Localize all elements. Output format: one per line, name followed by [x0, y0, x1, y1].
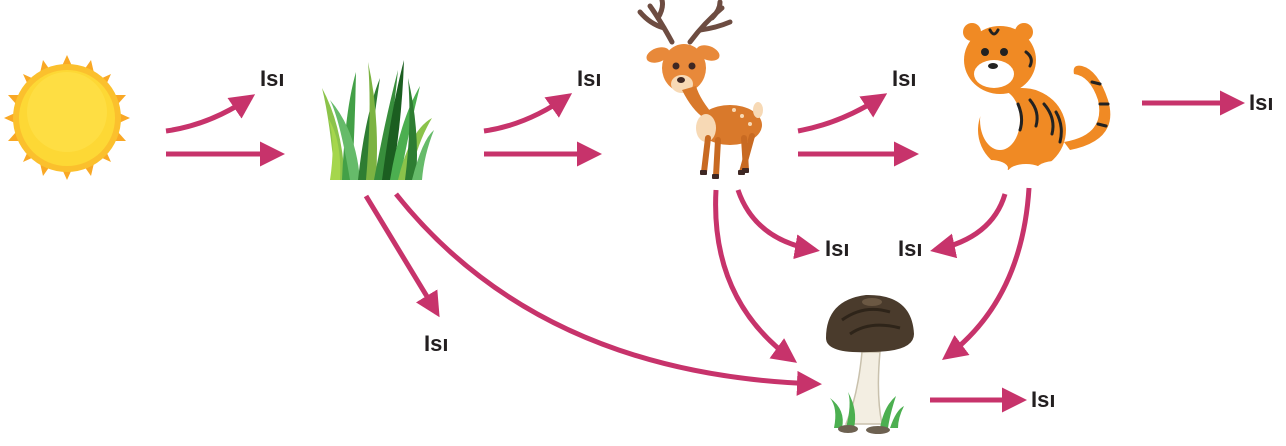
heat-label-mushroom: Isı — [1031, 389, 1055, 411]
heat-label-grass-top: Isı — [577, 68, 601, 90]
heat-label-tiger-right: Isı — [1249, 92, 1273, 114]
heat-label-grass-bottom: Isı — [424, 333, 448, 355]
heat-label-tiger-bottom: Isı — [898, 238, 922, 260]
mushroom-icon — [826, 295, 914, 434]
heat-arrow-deer-top — [798, 96, 883, 131]
arrow-grass-to-mushroom — [396, 194, 817, 384]
heat-label-sun: Isı — [260, 68, 284, 90]
heat-label-deer-top: Isı — [892, 68, 916, 90]
heat-arrow-grass-top — [484, 96, 568, 131]
heat-arrow-grass-bottom — [366, 196, 437, 313]
tiger-icon — [963, 23, 1110, 180]
heat-arrow-sun — [166, 97, 251, 131]
sun-icon — [4, 55, 130, 180]
heat-arrow-deer-bottom — [738, 190, 815, 250]
arrow-tiger-to-mushroom — [946, 188, 1029, 357]
heat-arrow-tiger-bottom — [935, 194, 1005, 250]
grass-icon — [322, 60, 434, 180]
heat-label-deer-bottom: Isı — [825, 238, 849, 260]
deer-icon — [640, 0, 763, 179]
